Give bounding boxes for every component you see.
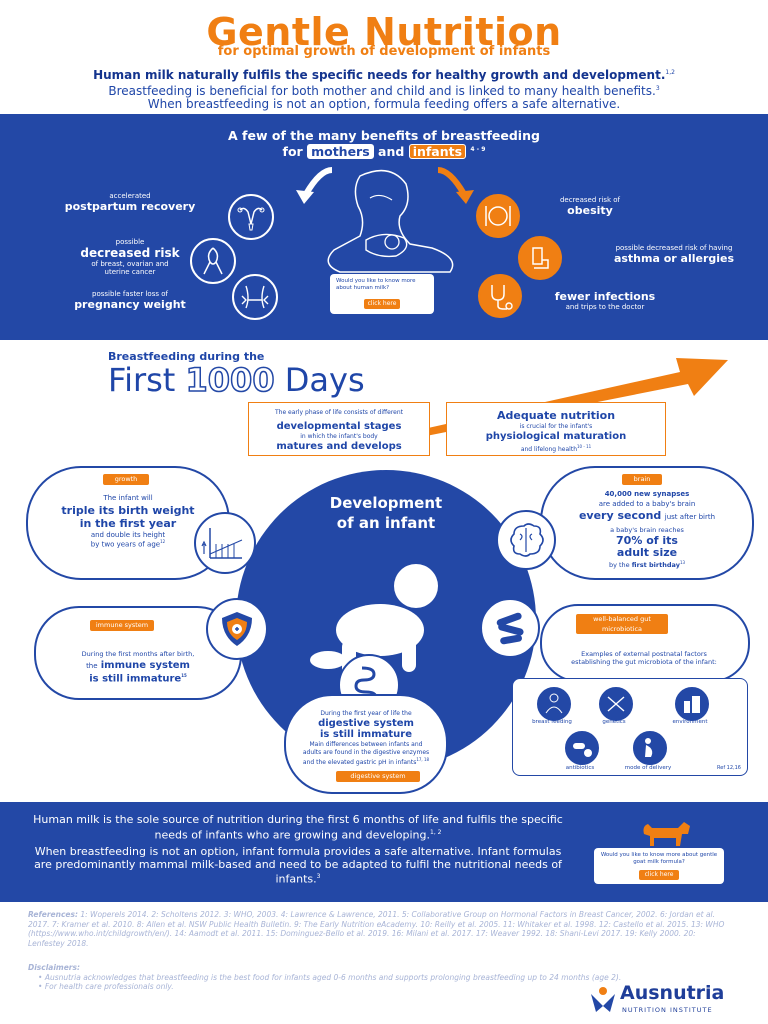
development-title2: of an infant [336,514,436,532]
benefits-and: and [378,144,405,159]
arrow-left-icon [296,167,333,204]
growth-tag: growth [103,474,149,485]
arrow-right-icon [437,167,474,204]
ausnutria-logo: Ausnutria NUTRITION INSTITUTE [588,982,758,1018]
environment-icon [673,685,711,723]
gut-factors-box: breast feeding genetics environment anti… [512,678,748,776]
intro-text: Human milk naturally fulfils the specifi… [20,66,748,111]
logo-name: Ausnutria [620,982,725,1004]
shield-icon [206,598,268,660]
page-title: Gentle Nutrition [206,10,562,54]
development-title1: Development [329,494,443,512]
infant-benefit-1: decreased risk of obesity [559,196,621,217]
ribbon-icon [190,238,236,284]
developmental-stages-box: The early phase of life consists of diff… [248,402,430,456]
breastfeeding-factor-icon [535,685,573,723]
goat-icon [643,822,690,846]
pills-icon [563,729,601,767]
inhaler-icon [518,236,562,280]
bottom-paragraph2: When breastfeeding is not an option, inf… [34,845,562,886]
uterus-icon [228,194,274,240]
bottom-paragraph1: Human milk is the sole source of nutriti… [33,813,563,842]
pregnant-icon [631,729,669,767]
disclaimers-label: Disclaimers: [28,963,80,972]
mother-infant-illustration [327,169,454,273]
goat-milk-click-button[interactable]: click here [639,870,679,880]
timeline-days: Days [284,361,365,399]
waist-icon [232,274,278,320]
dna-icon [597,685,635,723]
intro-line3: When breastfeeding is not an option, for… [147,97,621,111]
intro-line2-sup: 3 [655,85,660,92]
brain-icon [496,510,556,570]
mother-benefit-1: accelerated postpartum recovery [64,192,196,213]
benefits-panel: A few of the many benefits of breastfeed… [0,114,768,340]
growth-chart-icon [194,512,256,574]
gut-tag: well-balanced gut microbiotica [576,614,668,634]
timeline-first: First [108,361,176,399]
growth-bubble: growth The infant will triple its birth … [26,466,230,580]
infant-benefit-3: fewer infections and trips to the doctor [554,290,656,311]
crawling-baby-icon [310,564,438,676]
plate-fork-icon [476,194,520,238]
disclaimer-1: Ausnutria acknowledges that breastfeedin… [44,972,622,982]
benefits-for: for [282,144,303,159]
references-text: 1: Woperels 2014. 2: Scholtens 2012. 3: … [28,910,725,948]
timeline-title: First 1000 Days [108,360,365,400]
infants-pill: infants [408,144,467,159]
human-milk-card: Would you like to know more about human … [330,274,434,314]
mother-benefit-2: possible decreased risk of breast, ovari… [80,238,180,276]
stethoscope-icon [478,274,522,318]
brain-tag: brain [622,474,662,485]
disclaimers: Disclaimers: • Ausnutria acknowledges th… [28,963,622,991]
intro-line1-sup: 1,2 [665,69,675,76]
digestive-tag: digestive system [336,771,420,782]
logo-figure-icon [591,987,615,1012]
timeline-pretitle: Breastfeeding during the [108,350,265,363]
timeline-number: 1000 [185,360,276,400]
references: References: 1: Woperels 2014. 2: Scholte… [28,910,728,948]
adequate-nutrition-box: Adequate nutrition is crucial for the in… [446,402,666,456]
human-milk-click-button[interactable]: click here [364,299,400,309]
page-subtitle: for optimal growth of development of inf… [217,44,551,59]
gut-bubble: well-balanced gut microbiotica Examples … [540,604,750,682]
brain-bubble: brain 40,000 new synapses are added to a… [540,466,754,580]
infant-benefit-2: possible decreased risk of having asthma… [613,244,735,265]
bacteria-icon [480,598,540,658]
intro-line2: Breastfeeding is beneficial for both mot… [108,84,656,98]
benefits-heading-line2: for mothers and infants 4 - 9 [0,144,768,159]
logo-tagline: NUTRITION INSTITUTE [622,1006,713,1014]
benefits-heading: A few of the many benefits of breastfeed… [228,128,540,143]
disclaimer-2: For health care professionals only. [44,982,174,991]
goat-milk-card: Would you like to know more about gentle… [594,848,724,884]
intro-line1: Human milk naturally fulfils the specifi… [93,68,666,82]
mothers-pill: mothers [307,144,374,159]
benefits-sup: 4 - 9 [470,145,486,153]
immune-tag: immune system [90,620,154,631]
bottom-panel: Human milk is the sole source of nutriti… [0,802,768,902]
references-label: References: [28,910,78,919]
mother-benefit-3: possible faster loss of pregnancy weight [74,290,186,311]
